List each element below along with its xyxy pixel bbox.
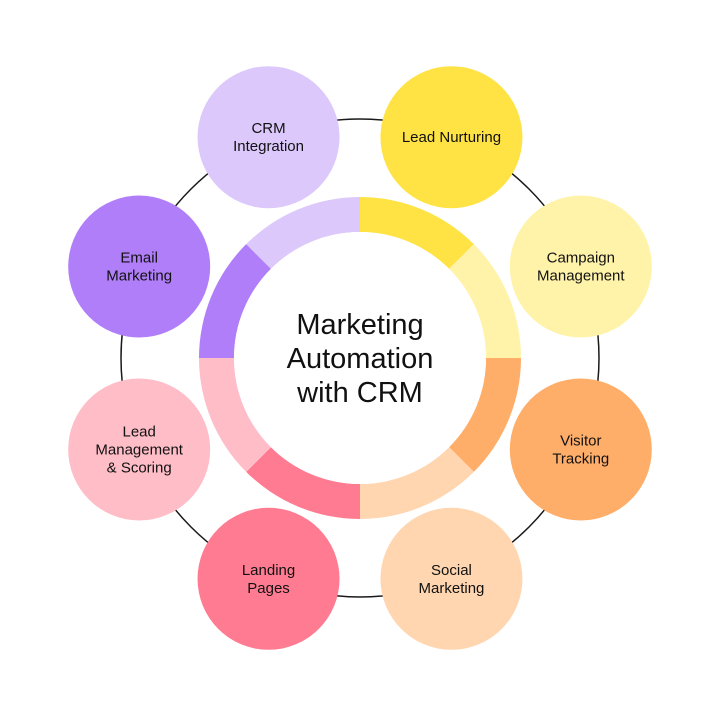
ring-segment-social-marketing bbox=[360, 447, 474, 519]
node-circle bbox=[197, 66, 340, 209]
ring-segment-landing-pages bbox=[246, 447, 360, 519]
node-circle bbox=[380, 66, 523, 209]
center-ring bbox=[199, 197, 521, 519]
node-circle bbox=[509, 195, 652, 338]
center-title-line: Marketing bbox=[296, 309, 423, 341]
node-circle bbox=[380, 507, 523, 650]
ring-segment-crm-integration bbox=[246, 197, 360, 269]
center-disc bbox=[234, 232, 486, 484]
center-title-line: Automation bbox=[287, 343, 434, 375]
ring-segment-lead-management-scoring bbox=[199, 358, 271, 472]
node-label-line: Marketing bbox=[106, 268, 172, 285]
node-label-line: Landing bbox=[242, 562, 295, 579]
node-label-line: Visitor bbox=[560, 432, 601, 449]
node-label-line: & Scoring bbox=[107, 459, 172, 476]
node-label-line: Management bbox=[95, 441, 183, 458]
node-label-line: Management bbox=[537, 268, 625, 285]
node-label-line: CRM bbox=[251, 120, 285, 137]
node-label-line: Campaign bbox=[547, 250, 615, 267]
node-label-line: Lead Nurturing bbox=[402, 129, 501, 146]
node-label-line: Marketing bbox=[419, 580, 485, 597]
center-title-line: with CRM bbox=[296, 377, 423, 409]
ring-segment-lead-nurturing bbox=[360, 197, 474, 269]
ring-segment-campaign-management bbox=[449, 244, 521, 358]
node-circle bbox=[68, 195, 211, 338]
node-label-line: Integration bbox=[233, 138, 304, 155]
node-label-line: Pages bbox=[247, 580, 290, 597]
node-circle bbox=[68, 378, 211, 521]
node-lead-nurturing: Lead Nurturing bbox=[380, 66, 523, 209]
node-label-line: Lead bbox=[123, 423, 156, 440]
ring-segment-visitor-tracking bbox=[449, 358, 521, 472]
node-label: Lead Nurturing bbox=[402, 129, 501, 146]
node-circle bbox=[509, 378, 652, 521]
ring-segment-email-marketing bbox=[199, 244, 271, 358]
node-circle bbox=[197, 507, 340, 650]
node-label-line: Social bbox=[431, 562, 472, 579]
node-label-line: Email bbox=[120, 250, 158, 267]
node-label-line: Tracking bbox=[552, 450, 609, 467]
orbit-ring bbox=[120, 118, 600, 598]
